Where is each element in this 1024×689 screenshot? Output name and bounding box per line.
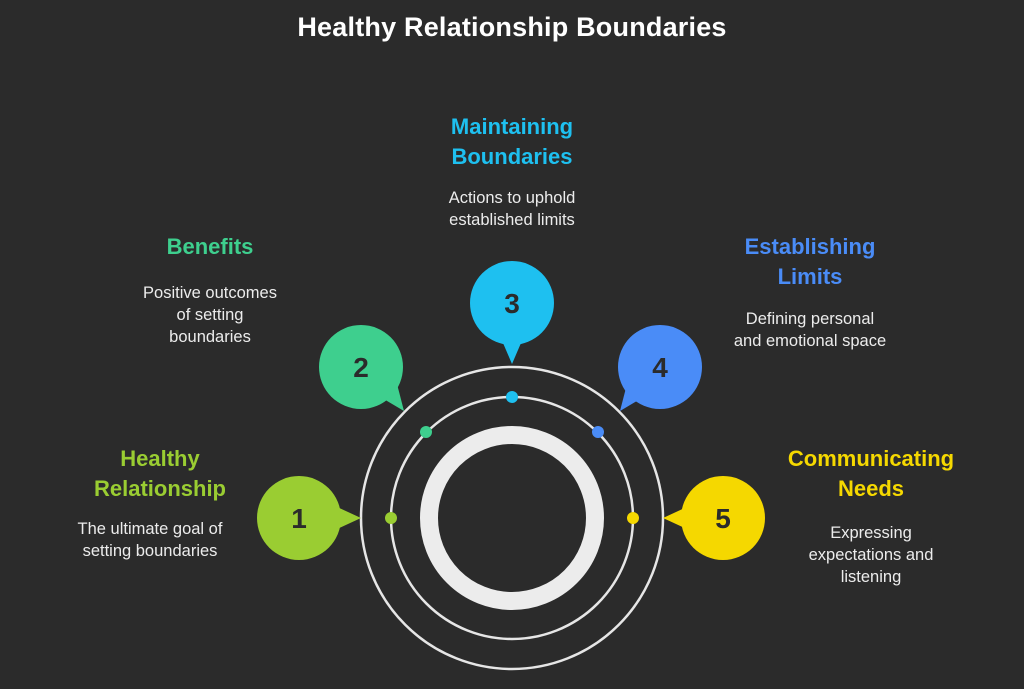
step-4-bubble: 4 <box>618 325 702 411</box>
step-4-description: Defining personal and emotional space <box>733 310 887 350</box>
outer-ring <box>359 365 665 671</box>
step-5-description: Expressing expectations and listening <box>808 524 934 586</box>
step-5-marker <box>627 512 639 524</box>
step-4-number: 4 <box>652 352 668 383</box>
step-1-bubble: 1 <box>257 476 361 560</box>
step-4-heading: Establishing Limits <box>744 234 876 289</box>
step-3-number: 3 <box>504 288 520 319</box>
step-3-bubble: 3 <box>470 261 554 364</box>
step-4-marker <box>592 426 604 438</box>
step-2-bubble: 2 <box>319 325 404 411</box>
step-5-heading: Communicating Needs <box>787 446 955 501</box>
step-1-marker <box>385 512 397 524</box>
step-3-description: Actions to uphold established limits <box>448 189 576 229</box>
step-1-description: The ultimate goal of setting boundaries <box>77 520 223 560</box>
step-5-number: 5 <box>715 503 731 534</box>
step-2-number: 2 <box>353 352 369 383</box>
step-3-marker <box>506 391 518 403</box>
step-1-number: 1 <box>291 503 307 534</box>
step-2-description: Positive outcomes of setting boundaries <box>143 284 277 346</box>
step-3-heading: Maintaining Boundaries <box>450 114 574 169</box>
diagram-title: Healthy Relationship Boundaries <box>297 12 727 42</box>
step-2-heading: Benefits <box>166 234 254 259</box>
step-1-heading: Healthy Relationship <box>93 446 226 501</box>
step-2-marker <box>420 426 432 438</box>
step-5-bubble: 5 <box>663 476 765 560</box>
inner-ring <box>420 426 604 610</box>
